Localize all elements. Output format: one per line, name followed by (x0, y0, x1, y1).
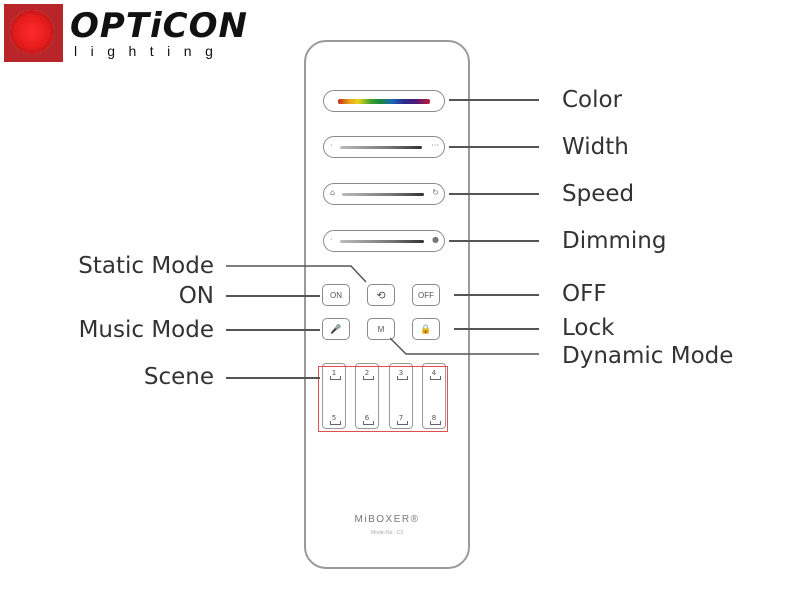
width-callout-line (449, 146, 539, 148)
width-track (340, 146, 422, 149)
dim-low-icon: · (330, 235, 333, 244)
lock-callout-line (454, 328, 539, 330)
dimming-slider[interactable]: · ● (323, 230, 445, 252)
scene-button-4-8[interactable]: 4 8 (422, 363, 446, 429)
speed-slow-icon: ⌂ (330, 188, 336, 197)
label-music-mode: Music Mode (78, 317, 214, 343)
label-speed: Speed (562, 181, 635, 207)
width-min-icon: · (330, 141, 333, 150)
color-callout-line (449, 99, 539, 101)
scene-5-label: 5 (331, 414, 337, 422)
scene-8-icon (430, 421, 441, 425)
label-width: Width (562, 134, 629, 160)
static-mode-callout-line (226, 265, 367, 283)
speed-track (342, 193, 424, 196)
dim-high-icon: ● (432, 235, 439, 244)
label-off: OFF (562, 281, 607, 307)
dimming-track (340, 240, 424, 243)
label-color: Color (562, 87, 623, 113)
scene-2-icon (363, 376, 374, 380)
static-mode-button[interactable]: ⟲ (367, 284, 395, 306)
music-mode-callout-line (226, 329, 320, 331)
scene-3-label: 3 (398, 369, 404, 377)
label-dynamic-mode: Dynamic Mode (562, 343, 734, 369)
color-slider[interactable] (323, 90, 445, 112)
scene-1-label: 1 (331, 369, 337, 377)
color-track (338, 99, 430, 104)
lock-button[interactable]: 🔒 (412, 318, 440, 340)
scene-8-label: 8 (431, 414, 437, 422)
width-slider[interactable]: · ··· (323, 136, 445, 158)
speed-slider[interactable]: ⌂ ↻ (323, 183, 445, 205)
logo-ring-icon (10, 10, 54, 54)
off-button[interactable]: OFF (412, 284, 440, 306)
scene-4-label: 4 (431, 369, 437, 377)
label-lock: Lock (562, 315, 615, 341)
scene-5-icon (330, 421, 341, 425)
speed-fast-icon: ↻ (432, 188, 439, 197)
on-button[interactable]: ON (322, 284, 350, 306)
scene-button-3-7[interactable]: 3 7 (389, 363, 413, 429)
off-callout-line (454, 294, 539, 296)
logo-subtitle: lighting (74, 43, 227, 59)
scene-3-icon (397, 376, 408, 380)
scene-callout-line (226, 377, 320, 379)
width-max-icon: ··· (431, 141, 439, 150)
dynamic-mode-callout-line (390, 337, 539, 355)
scene-7-icon (397, 421, 408, 425)
label-dimming: Dimming (562, 228, 667, 254)
scene-1-icon (330, 376, 341, 380)
lock-icon: 🔒 (420, 323, 432, 334)
microphone-icon: 🎤 (330, 323, 342, 334)
scene-7-label: 7 (398, 414, 404, 422)
static-mode-icon: ⟲ (376, 289, 386, 302)
label-static-mode: Static Mode (78, 253, 214, 279)
music-mode-button[interactable]: 🎤 (322, 318, 350, 340)
dimming-callout-line (449, 240, 539, 242)
speed-callout-line (449, 193, 539, 195)
scene-4-icon (430, 376, 441, 380)
scene-6-icon (363, 421, 374, 425)
scene-highlight (318, 366, 448, 432)
scene-2-label: 2 (364, 369, 370, 377)
dynamic-mode-button[interactable]: M (367, 318, 395, 340)
brand-label: MiBOXER® (354, 514, 420, 525)
scene-button-2-6[interactable]: 2 6 (355, 363, 379, 429)
scene-button-1-5[interactable]: 1 5 (322, 363, 346, 429)
model-label: Model No.: C3 (371, 530, 403, 536)
label-scene: Scene (143, 364, 214, 390)
scene-6-label: 6 (364, 414, 370, 422)
on-callout-line (226, 295, 320, 297)
logo-name: OPTiCON (70, 6, 248, 46)
label-on: ON (178, 283, 214, 309)
